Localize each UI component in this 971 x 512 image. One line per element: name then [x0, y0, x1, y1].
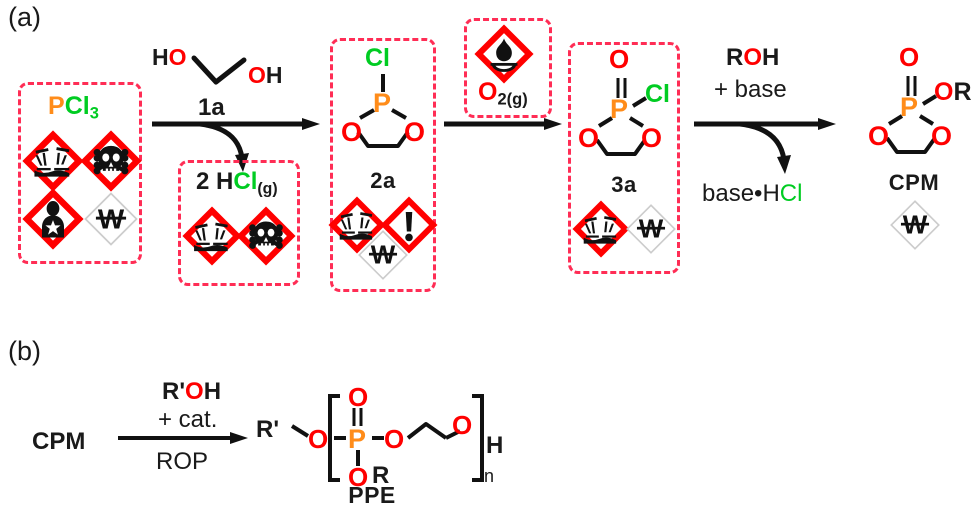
compound-cpm-o-left-atom: O: [868, 121, 890, 151]
compound-cpm-name: CPM: [888, 170, 940, 195]
panel-b-reagent-cat: + cat.: [158, 406, 218, 433]
ppe-end-group-h: H: [486, 432, 504, 459]
pcl3-cl-atom: Cl: [64, 92, 90, 120]
ppe-o-top-atom: O: [348, 382, 369, 412]
compound-cpm-o-right-atom: O: [931, 121, 953, 151]
oxidizing-flame-over-circle-pictogram: [474, 24, 534, 84]
o2-subscript: 2(g): [497, 90, 528, 109]
compound-2a-p-atom: P: [373, 88, 392, 118]
compound-cpm-or-group: OR: [934, 78, 971, 107]
reaction-arrow-3: [694, 118, 836, 130]
byproduct-base-hcl-label: base•HCl: [702, 180, 802, 208]
byproduct-curved-arrow-2: [739, 121, 791, 174]
corrosion-pictogram: [182, 206, 242, 266]
roh-o-atom: O: [743, 44, 763, 71]
hcl-h-atom: H: [216, 168, 234, 195]
compound-3a-structure: [595, 78, 648, 156]
compound-cpm-structure: [885, 76, 938, 154]
compound-3a-name: 3a: [611, 172, 637, 197]
cpm-o-ester-atom: O: [934, 78, 954, 106]
eg-o-right: O: [248, 62, 266, 88]
roh-r-group: R: [726, 44, 744, 71]
reagent-roh-label: ROH: [726, 44, 779, 72]
cpm-r-group: R: [953, 78, 971, 106]
reaction-arrow-1: [152, 118, 320, 130]
eg-h-right: H: [265, 62, 283, 88]
eg-h-left: H: [152, 44, 169, 70]
hcl-hazard-box: [178, 160, 300, 286]
reagent-base-label: + base: [714, 76, 787, 103]
compound-3a-cl-atom: Cl: [645, 80, 670, 108]
compound-3a-p-atom: P: [610, 94, 629, 124]
compound-3a-o-right-atom: O: [641, 123, 663, 153]
ppe-r-group: R: [372, 462, 390, 489]
rprime-o-atom: O: [185, 378, 204, 405]
pcl3-p-atom: P: [48, 92, 65, 120]
panel-b-condition-rop: ROP: [156, 448, 209, 475]
compound-2a-o-right-atom: O: [404, 117, 426, 147]
skull-crossbones-pictogram: [236, 206, 296, 266]
rprime-group: R': [162, 378, 186, 405]
svg-text:W: W: [639, 216, 664, 244]
reagent-1a-label: 1a: [198, 94, 225, 121]
ppe-o-chain-atom: O: [384, 424, 405, 454]
ppe-o-bottom-atom: O: [348, 462, 369, 492]
o2-hazard-box: [464, 18, 552, 118]
water-reactive-w-symbol: W: [358, 230, 408, 280]
svg-text:W: W: [371, 242, 396, 270]
compound-2a-cl-atom: Cl: [365, 44, 390, 72]
hcl-state: (g): [257, 180, 278, 198]
compound-2a-o-left-atom: O: [341, 117, 363, 147]
exclamation-mark-pictogram: [380, 196, 438, 254]
hcl-byproduct-label: 2 HCl(g): [196, 168, 278, 198]
corrosion-pictogram: [572, 200, 630, 258]
ethylene-glycol-right-label: OH: [248, 62, 283, 89]
hcl-cl-atom: Cl: [233, 168, 258, 195]
roh-h-atom: H: [762, 44, 780, 71]
svg-text:W: W: [903, 212, 928, 240]
eg-o-left: O: [168, 44, 187, 70]
pcl3-subscript: 3: [89, 104, 99, 123]
corrosion-pictogram: [328, 196, 386, 254]
ppe-o-left-atom: O: [308, 424, 329, 454]
o2-gas-label: O2(g): [478, 78, 528, 110]
panel-a-label: (a): [8, 2, 41, 32]
hcl-coefficient: 2: [196, 168, 210, 195]
panel-b-reactant-cpm: CPM: [32, 428, 86, 455]
ppe-compound-name: PPE: [348, 482, 396, 508]
compound-2a-structure: [356, 74, 410, 148]
o2-o-atom: O: [478, 78, 498, 106]
compound-2a-name: 2a: [370, 168, 396, 193]
ppe-structure-bonds: [290, 394, 484, 482]
water-reactive-w-symbol: W: [84, 192, 138, 246]
base-hcl-cl-atom: Cl: [779, 180, 803, 207]
ethylene-glycol-structure: [191, 55, 247, 85]
ppe-o-right-atom: O: [452, 410, 473, 440]
health-hazard-pictogram: [22, 188, 84, 250]
compound-cpm-p-atom: P: [900, 92, 919, 122]
water-reactive-w-symbol: W: [890, 200, 940, 250]
reaction-arrow-2: [444, 118, 562, 130]
compound-2a-hazard-box: [330, 38, 436, 292]
compound-cpm-o-top-atom: O: [899, 42, 920, 72]
compound-3a-hazard-box: [568, 42, 680, 274]
reaction-arrow-rop: [118, 432, 248, 444]
pcl3-hazard-box: [18, 82, 142, 264]
base-hcl-text: base•H: [702, 180, 780, 207]
compound-3a-o-top-atom: O: [609, 44, 630, 74]
water-reactive-w-symbol: W: [626, 204, 676, 254]
ethylene-glycol-left-label: HO: [152, 44, 187, 71]
skull-crossbones-pictogram: [80, 130, 142, 192]
ppe-p-atom: P: [348, 424, 367, 454]
corrosion-pictogram: [22, 130, 84, 192]
compound-3a-o-left-atom: O: [578, 123, 600, 153]
ppe-end-group-rprime: R': [256, 416, 280, 443]
pcl3-formula: PCl3: [48, 92, 99, 124]
panel-b-reagent-rprime-oh: R'OH: [162, 378, 221, 406]
panel-b-label: (b): [8, 336, 41, 366]
ppe-repeat-subscript: n: [484, 466, 495, 486]
rprime-h-atom: H: [203, 378, 222, 405]
